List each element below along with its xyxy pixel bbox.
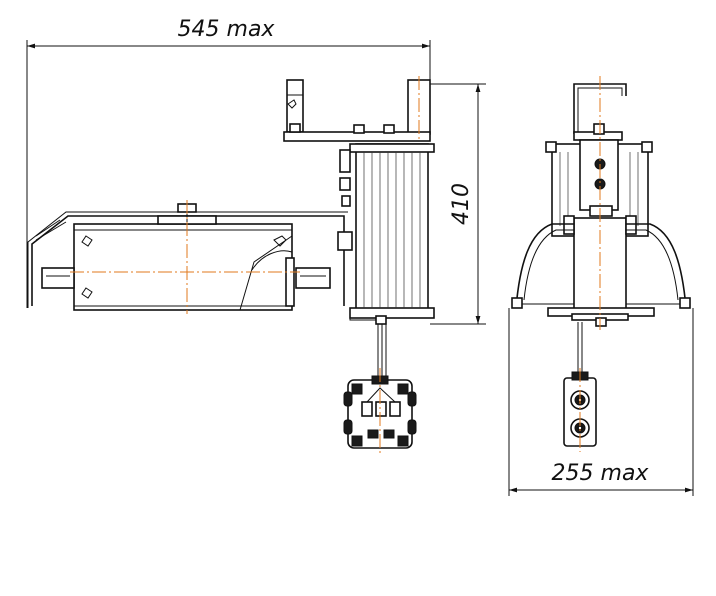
side-view [27, 76, 435, 454]
front-terminal-box [563, 322, 597, 447]
dimension-label-overall-width: 545 max [178, 17, 276, 42]
dimension-front-width: 255 max [508, 308, 694, 496]
dimension-label-front-width: 255 max [552, 461, 650, 486]
side-ballast-body [339, 143, 435, 325]
front-view [511, 76, 691, 452]
front-reflector [511, 223, 691, 327]
side-mounting-bracket [283, 79, 431, 142]
dimension-label-height: 410 [449, 183, 474, 225]
side-reflector-housing [27, 203, 353, 311]
dimension-overall-width: 545 max [26, 17, 431, 308]
front-ballast-body [545, 139, 653, 311]
dimension-height: 410 [430, 83, 486, 325]
